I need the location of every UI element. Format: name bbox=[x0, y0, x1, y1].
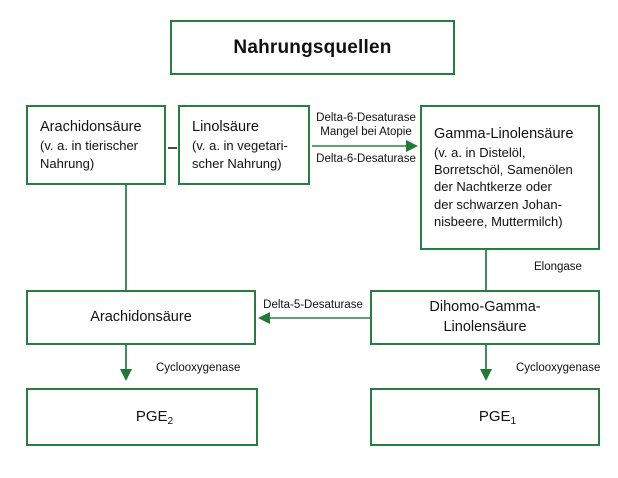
box-gamma-linolensaeure: Gamma-Linolensäure (v. a. in Distelöl, B… bbox=[420, 105, 600, 250]
box-linolsaeure-line2: (v. a. in vegetari- bbox=[192, 138, 288, 154]
box-pge2-text: PGE bbox=[135, 408, 168, 426]
box-gamma-linolensaeure-line4: der Nachtkerze oder bbox=[434, 179, 552, 195]
box-pge1: PGE1 bbox=[370, 388, 600, 446]
box-pge1-text: PGE bbox=[478, 408, 511, 426]
arrow-shaft-delta5 bbox=[270, 317, 370, 319]
arrowhead-delta5 bbox=[258, 312, 270, 324]
label-delta6-desaturase-bottom: Delta-6-Desaturase bbox=[316, 153, 416, 165]
box-arachidonsaeure-top-line1: Arachidonsäure bbox=[40, 119, 142, 136]
box-gamma-linolensaeure-line1: Gamma-Linolensäure bbox=[434, 126, 574, 143]
box-nahrungsquellen: Nahrungsquellen bbox=[170, 20, 455, 75]
connector-cyclooxygenase-left bbox=[125, 345, 127, 371]
connector-arachidonsaeure-vertical bbox=[125, 185, 127, 290]
box-linolsaeure-line1: Linolsäure bbox=[192, 119, 259, 136]
box-arachidonsaeure-top-line3: Nahrung) bbox=[40, 155, 95, 171]
box-pge1-label: PGE1 bbox=[372, 387, 598, 446]
box-linolsaeure-line3: scher Nahrung) bbox=[192, 155, 282, 171]
label-cyclooxygenase-left: Cyclooxygenase bbox=[156, 362, 241, 374]
box-pge2-label: PGE2 bbox=[28, 387, 256, 446]
box-dihomo-gamma-linolensaeure-line2: Linolensäure bbox=[443, 318, 527, 335]
box-arachidonsaeure-mid-line1: Arachidonsäure bbox=[90, 308, 192, 325]
box-dihomo-gamma-linolensaeure-line1: Dihomo-Gamma- bbox=[429, 299, 541, 316]
connector-elongase-vertical bbox=[485, 250, 487, 290]
box-arachidonsaeure-mid: Arachidonsäure bbox=[26, 290, 256, 345]
label-delta6-desaturase-top: Delta-6-Desaturase bbox=[316, 112, 416, 124]
label-cyclooxygenase-right: Cyclooxygenase bbox=[516, 362, 601, 374]
box-pge1-subscript: 1 bbox=[510, 415, 517, 427]
label-delta5-desaturase: Delta-5-Desaturase bbox=[263, 299, 363, 311]
arrowhead-cyclooxygenase-right bbox=[480, 369, 492, 381]
arrow-shaft-delta6 bbox=[312, 145, 408, 147]
box-arachidonsaeure-top-line2: (v. a. in tierischer bbox=[40, 138, 139, 154]
arrowhead-delta6 bbox=[406, 140, 418, 152]
box-pge2: PGE2 bbox=[26, 388, 258, 446]
box-arachidonsaeure-top: Arachidonsäure (v. a. in tierischer Nahr… bbox=[26, 105, 166, 185]
box-gamma-linolensaeure-line6: nisbeere, Muttermilch) bbox=[434, 213, 563, 229]
inhibition-marker bbox=[168, 147, 177, 149]
label-elongase: Elongase bbox=[534, 261, 582, 273]
box-nahrungsquellen-label: Nahrungsquellen bbox=[233, 36, 392, 58]
box-gamma-linolensaeure-line3: Borretschöl, Samenölen bbox=[434, 162, 573, 178]
box-gamma-linolensaeure-line2: (v. a. in Distelöl, bbox=[434, 145, 526, 161]
box-gamma-linolensaeure-line5: der schwarzen Johan- bbox=[434, 196, 562, 212]
arrowhead-cyclooxygenase-left bbox=[120, 369, 132, 381]
label-mangel-bei-atopie: Mangel bei Atopie bbox=[320, 126, 412, 138]
box-pge2-subscript: 2 bbox=[167, 415, 174, 427]
box-linolsaeure: Linolsäure (v. a. in vegetari- scher Nah… bbox=[178, 105, 310, 185]
box-dihomo-gamma-linolensaeure: Dihomo-Gamma- Linolensäure bbox=[370, 290, 600, 345]
connector-cyclooxygenase-right bbox=[485, 345, 487, 371]
